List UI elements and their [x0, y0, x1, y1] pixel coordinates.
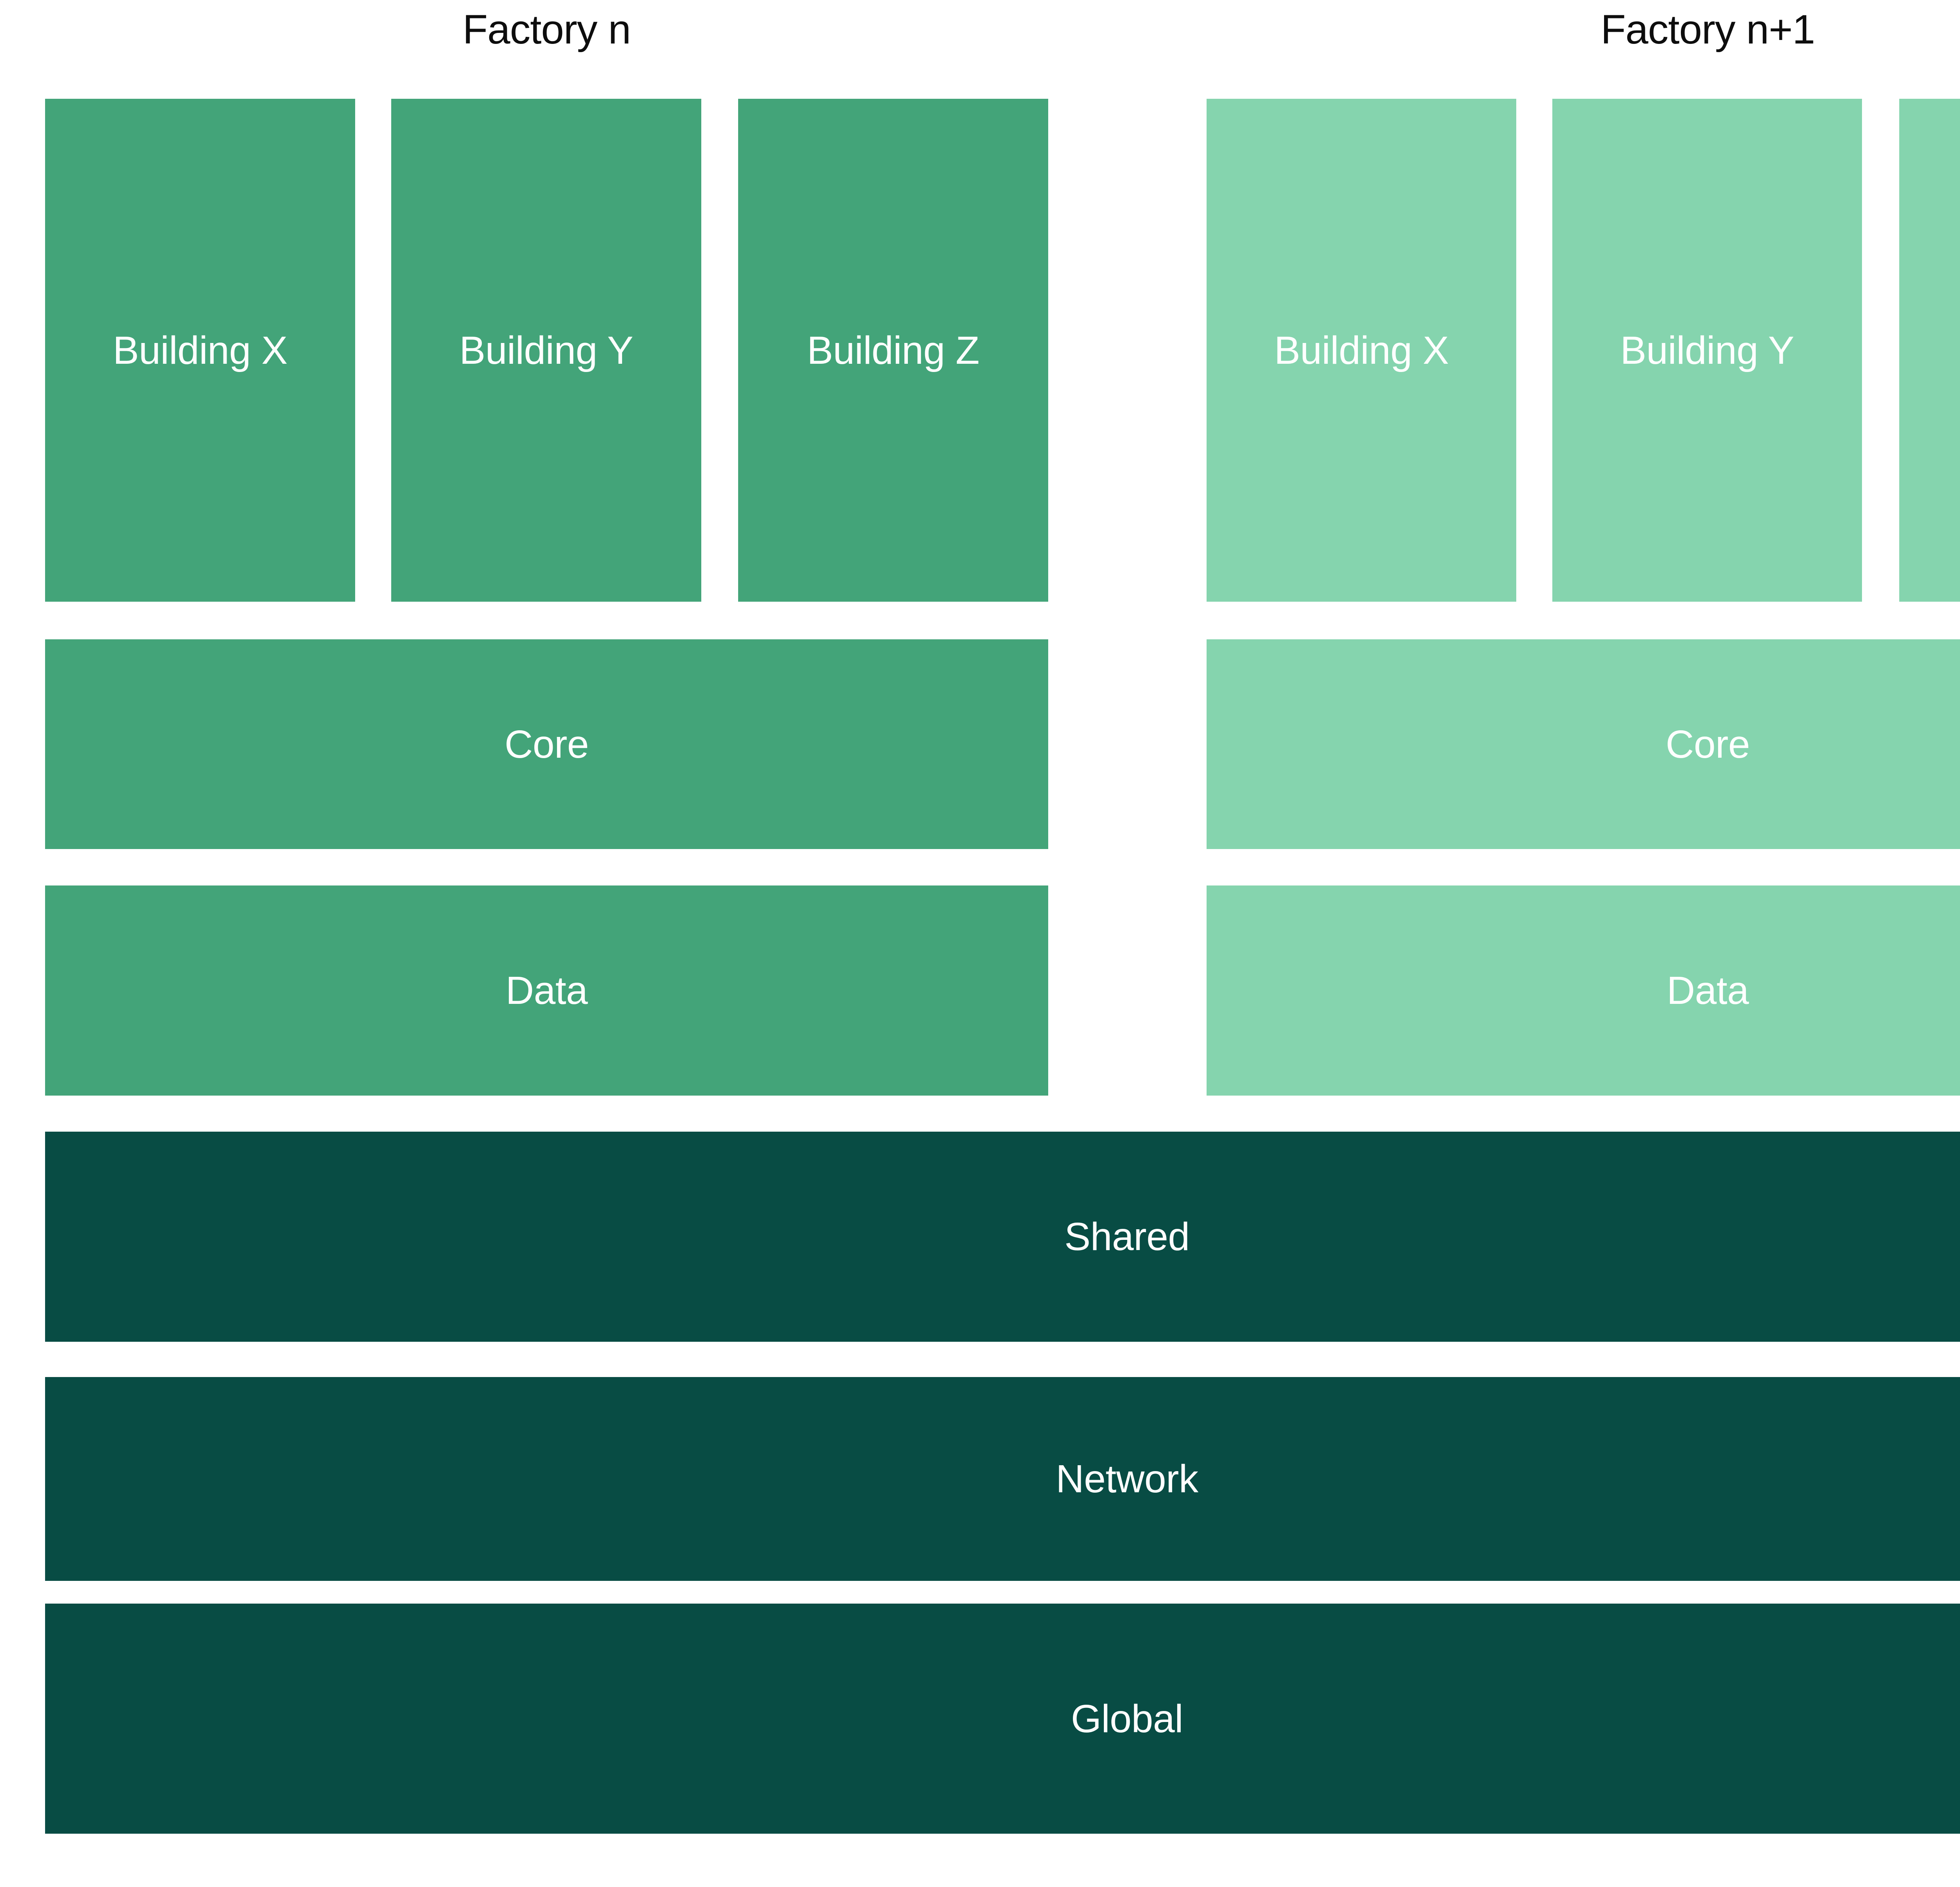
- factory-n-plus-1-building-z[interactable]: Building Z: [1899, 99, 1960, 602]
- factory-n-core-label: Core: [505, 722, 589, 766]
- factory-n-plus-1-building-x-label: Building X: [1274, 328, 1449, 372]
- network-layer-label: Network: [1056, 1457, 1198, 1501]
- global-layer[interactable]: Global: [45, 1604, 1960, 1834]
- factory-n-data-label: Data: [505, 969, 588, 1012]
- factory-n-plus-1-core-label: Core: [1666, 722, 1750, 766]
- factory-n-title: Factory n: [463, 7, 631, 53]
- factory-n-plus-1-data-label: Data: [1666, 969, 1749, 1012]
- factory-n-plus-1-title: Factory n+1: [1601, 7, 1815, 53]
- factory-n-plus-1-data[interactable]: Data: [1207, 885, 1960, 1096]
- shared-layer-label: Shared: [1064, 1215, 1190, 1259]
- factory-n-data[interactable]: Data: [45, 885, 1048, 1096]
- factory-n-core[interactable]: Core: [45, 639, 1048, 849]
- factory-n-plus-1-building-y[interactable]: Building Y: [1552, 99, 1862, 602]
- factory-n-building-z[interactable]: Building Z: [738, 99, 1048, 602]
- factory-n-building-x-label: Building X: [113, 328, 288, 372]
- global-layer-label: Global: [1071, 1696, 1183, 1741]
- network-layer[interactable]: Network: [45, 1377, 1960, 1581]
- factory-n-plus-1-building-x[interactable]: Building X: [1207, 99, 1516, 602]
- factory-n-building-y-label: Building Y: [459, 328, 633, 372]
- factory-n-plus-1-building-y-label: Building Y: [1620, 328, 1794, 372]
- shared-layer[interactable]: Shared: [45, 1132, 1960, 1342]
- factory-n-building-z-label: Building Z: [807, 328, 980, 372]
- factory-n-building-x[interactable]: Building X: [45, 99, 355, 602]
- factory-n-building-y[interactable]: Building Y: [391, 99, 701, 602]
- factory-n-plus-1-core[interactable]: Core: [1207, 639, 1960, 849]
